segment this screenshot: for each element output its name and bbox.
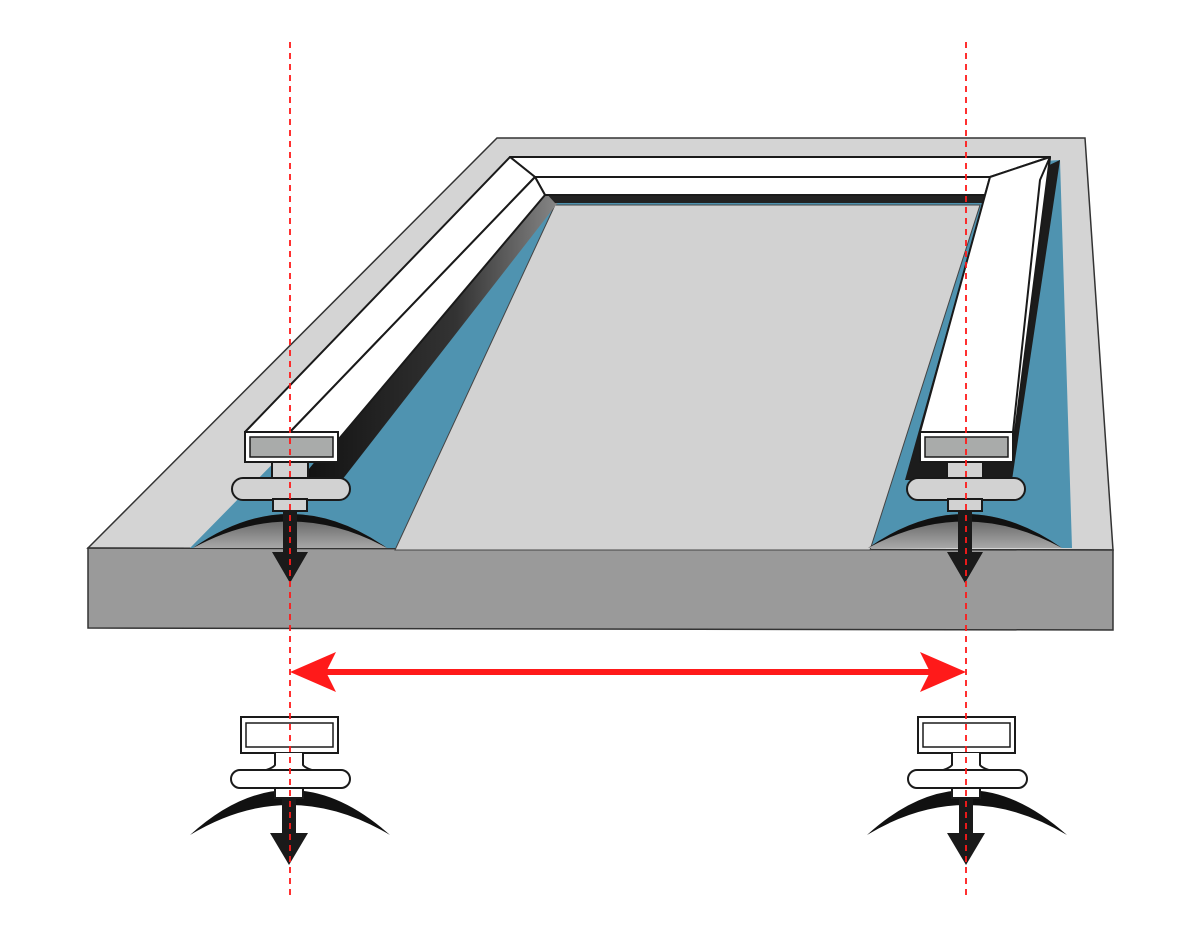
down-arrow-icon <box>947 511 983 583</box>
gasket-arc <box>867 790 1067 835</box>
double-headed-arrow-icon <box>290 652 966 692</box>
gasket-arc <box>190 790 390 835</box>
right-mounted-profile <box>868 431 1062 583</box>
recess-inner-panel <box>394 204 981 551</box>
right-profile-detail <box>867 716 1067 865</box>
down-arrow-icon <box>270 798 308 865</box>
recess <box>190 160 1072 551</box>
frame <box>244 156 1051 461</box>
top-rail-front <box>534 176 991 196</box>
down-arrow-icon <box>947 798 985 865</box>
top-rail-top <box>509 156 1051 178</box>
